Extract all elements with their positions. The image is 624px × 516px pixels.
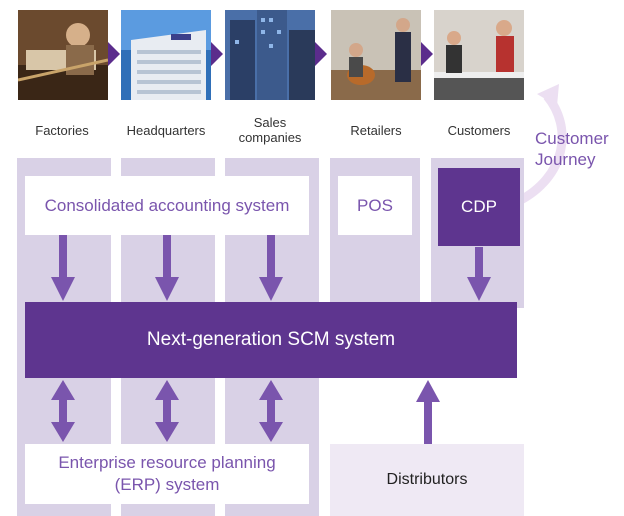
arrow-down-factories	[51, 235, 75, 301]
flow-arrow-3	[315, 42, 327, 66]
headquarters-photo	[121, 10, 211, 100]
distributors-box: Distributors	[330, 444, 524, 516]
arrow-bidirectional-headquarters	[155, 380, 179, 442]
stage-label-factories: Factories	[35, 123, 89, 138]
factories-photo	[18, 10, 108, 100]
arrow-down-headquarters	[155, 235, 179, 301]
scm-system-bar: Next-generation SCM system	[25, 302, 517, 378]
stage-label-headquarters: Headquarters	[126, 123, 206, 138]
retailers-photo	[331, 10, 421, 100]
flow-arrow-1	[108, 42, 120, 66]
arrow-bidirectional-factories	[51, 380, 75, 442]
customer-journey-label: Customer Journey	[535, 129, 609, 169]
consolidated-accounting-box: Consolidated accounting system	[25, 176, 309, 235]
erp-system-label: Enterprise resource planning (ERP) syste…	[58, 453, 276, 494]
flow-arrow-4	[421, 42, 433, 66]
customer-journey-arc	[514, 84, 567, 207]
stage-label-sales-companies: Sales companies	[220, 115, 320, 145]
cdp-box: CDP	[438, 168, 520, 246]
stage-label-sales-companies-text: Sales companies	[238, 115, 302, 145]
sales-companies-photo	[225, 10, 315, 100]
arrow-bidirectional-sales-companies	[259, 380, 283, 442]
customers-photo	[434, 10, 524, 100]
flow-arrow-2	[211, 42, 223, 66]
pos-box: POS	[338, 176, 412, 235]
erp-system-box: Enterprise resource planning (ERP) syste…	[25, 444, 309, 504]
stage-label-retailers: Retailers	[350, 123, 402, 138]
arrow-down-cdp	[467, 247, 491, 301]
arrow-down-sales-companies	[259, 235, 283, 301]
stage-label-customers: Customers	[447, 123, 511, 138]
arrow-up-distributors	[416, 380, 440, 444]
